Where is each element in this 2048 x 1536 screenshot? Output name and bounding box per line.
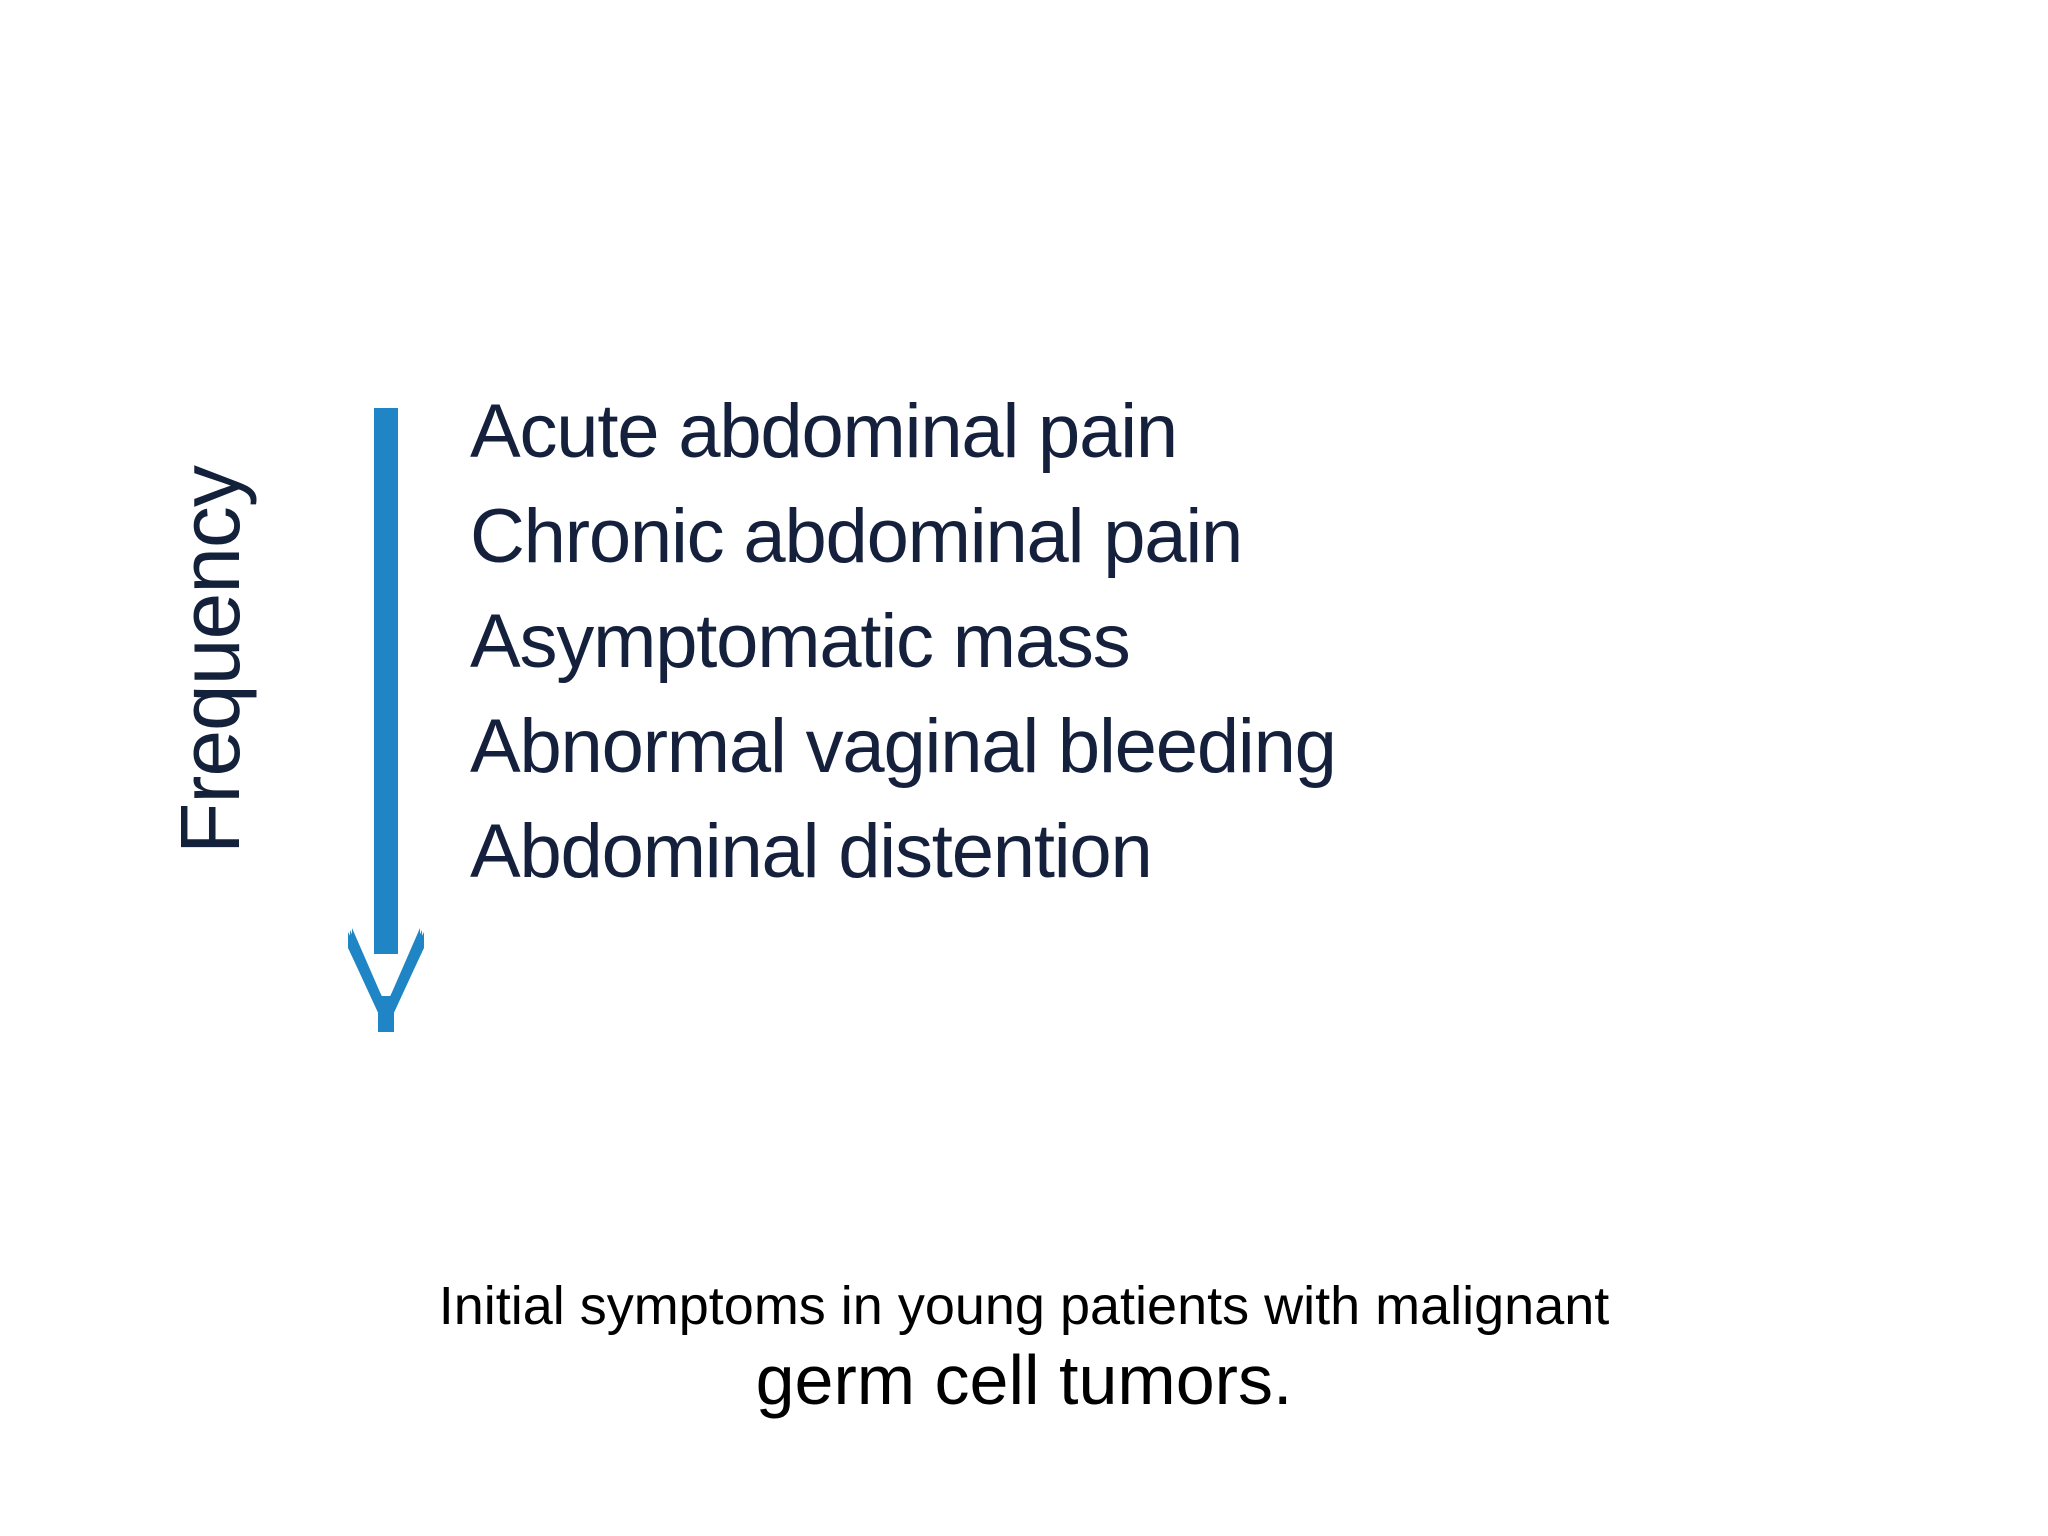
list-item: Chronic abdominal pain	[470, 493, 1243, 579]
list-item: Abnormal vaginal bleeding	[470, 703, 1337, 789]
frequency-axis-label-container: Frequency	[150, 380, 270, 940]
caption-line-2: germ cell tumors.	[755, 1340, 1293, 1419]
frequency-figure: Frequency Acute abdominal pain Chronic a…	[150, 380, 1930, 1080]
frequency-axis-label: Frequency	[163, 466, 257, 854]
figure-caption: Initial symptoms in young patients with …	[0, 1275, 2048, 1421]
list-item: Asymptomatic mass	[470, 598, 1131, 684]
caption-line-1: Initial symptoms in young patients with …	[438, 1276, 1610, 1336]
list-item: Abdominal distention	[470, 808, 1153, 894]
list-item: Acute abdominal pain	[470, 389, 1178, 474]
symptom-list: Acute abdominal pain Chronic abdominal p…	[470, 380, 1910, 904]
down-arrow-icon	[340, 408, 436, 1048]
